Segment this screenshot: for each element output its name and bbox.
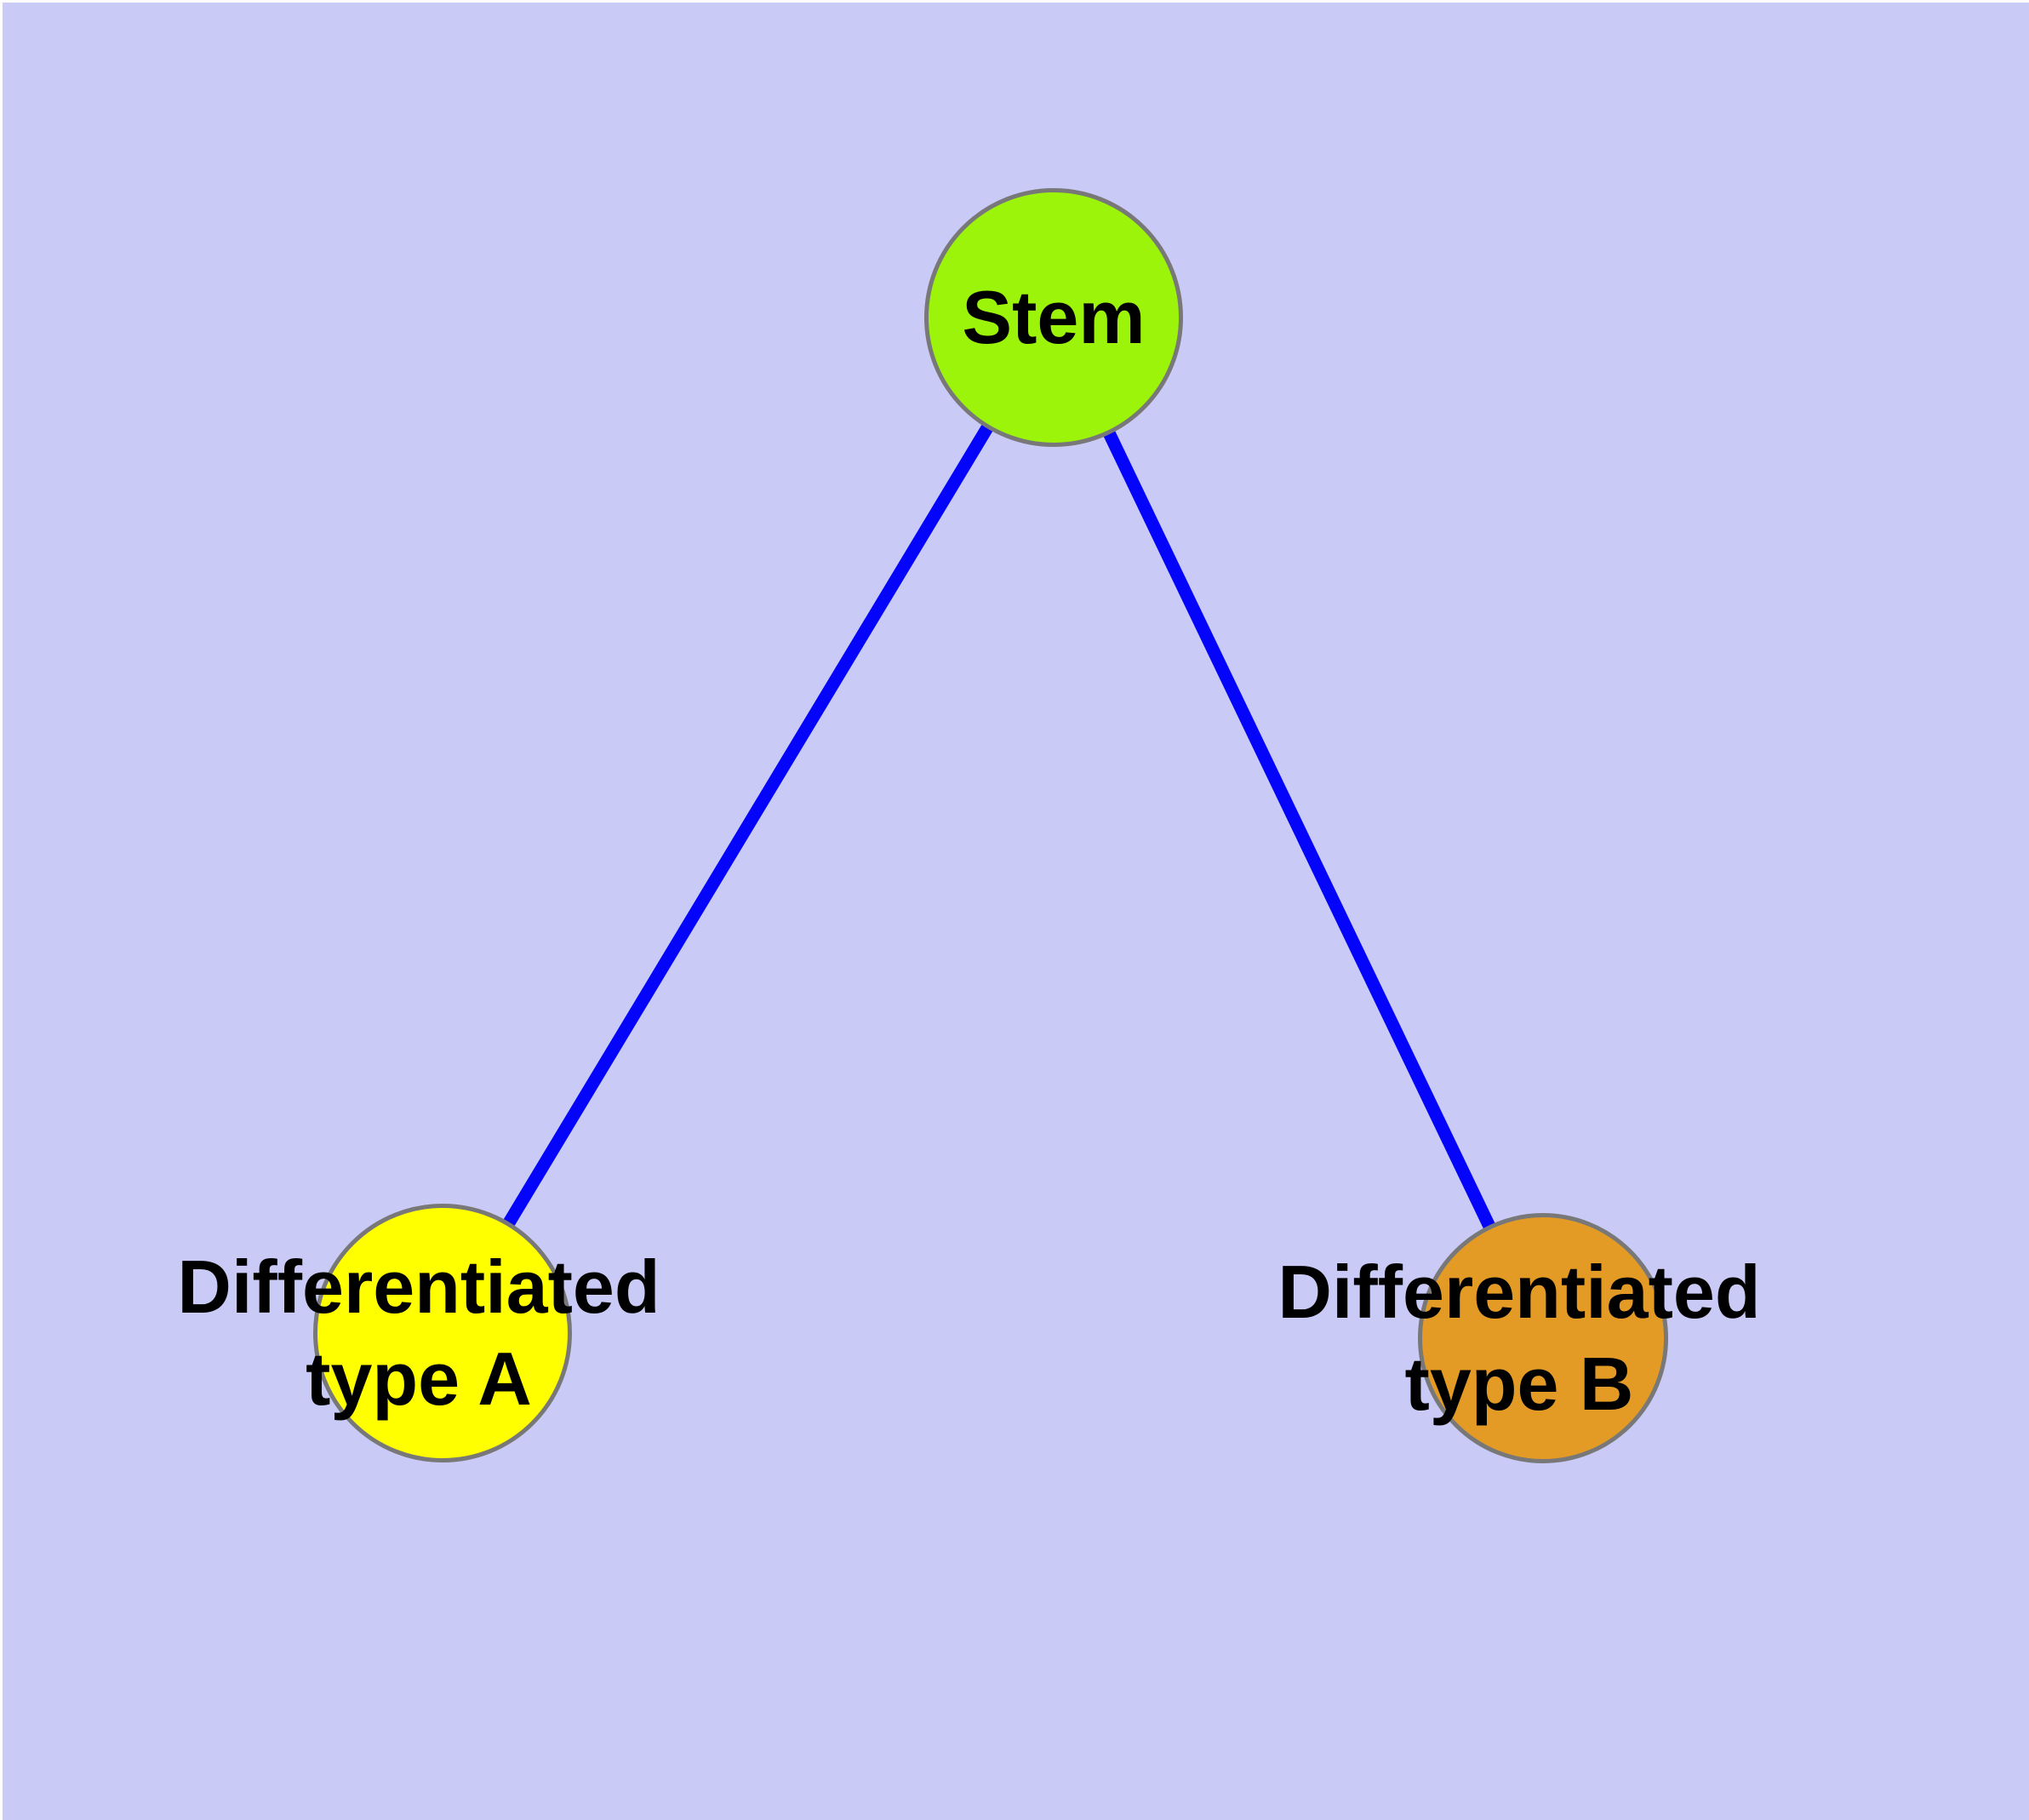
node-differentiated-type-b-circle [1418, 1213, 1668, 1463]
node-stem-circle [924, 188, 1183, 447]
node-differentiated-type-a-circle [313, 1204, 572, 1462]
node-differentiated-type-b-label: Differentiated type B [1277, 1250, 1761, 1426]
edge-stem-to-type-a [437, 314, 1060, 1336]
node-stem-label: Stem [962, 275, 1146, 359]
node-differentiated-type-a-label: Differentiated type A [177, 1245, 660, 1421]
edge-stem-to-type-b [1048, 314, 1549, 1342]
